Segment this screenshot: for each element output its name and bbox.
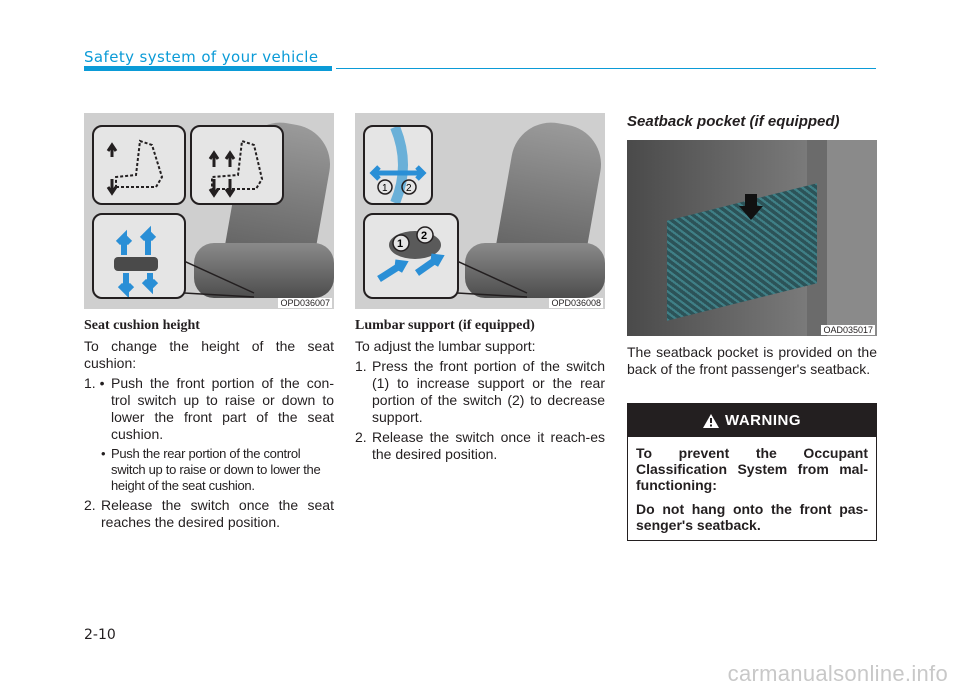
seat-cushion-illustration: [465, 243, 605, 298]
section-header: Safety system of your vehicle: [84, 48, 319, 66]
control-switch-diagram: [114, 225, 159, 299]
seatback-pocket-column: Seatback pocket (if equipped) OAD035017 …: [627, 113, 877, 378]
list-text: Push the front portion of the con-trol s…: [111, 375, 334, 442]
list-number: 1.: [355, 358, 367, 374]
front-tilt-inset: [92, 125, 186, 205]
callout-1: 1: [397, 238, 403, 250]
section-title: Lumbar support (if equipped): [355, 318, 535, 333]
seatback-pocket-figure: OAD035017: [627, 140, 877, 336]
list-number: 1. •: [84, 375, 105, 391]
lumbar-switch-diagram: 1 2: [377, 226, 445, 282]
figure-code: OAD035017: [821, 325, 875, 335]
subitem-text: Push the rear portion of the control swi…: [111, 446, 321, 493]
warning-body: To prevent the Occupant Classification S…: [628, 437, 876, 533]
list-text: Release the switch once the seat reaches…: [101, 497, 334, 530]
bullet: •: [101, 446, 106, 461]
header-rule: [336, 68, 876, 69]
seat-cushion-illustration: [194, 243, 334, 298]
warning-box: WARNING To prevent the Occupant Classifi…: [627, 403, 877, 541]
list-item: 1. • Push the front portion of the con-t…: [84, 375, 334, 443]
lumbar-profile-inset: 1 2: [363, 125, 433, 205]
list-text: Release the switch once it reach-es the …: [372, 429, 605, 462]
height-adjust-inset: [190, 125, 284, 205]
lumbar-switch-inset: 1 2: [363, 213, 459, 299]
down-arrow-pointer-icon: [739, 194, 763, 220]
intro-text: To change the height of the seat cushion…: [84, 338, 334, 371]
warning-triangle-icon: [703, 413, 719, 428]
pointer-lines: [184, 260, 255, 298]
list-item: 2. Release the switch once the seat reac…: [84, 497, 334, 531]
height-adjust-diagram: [208, 139, 264, 198]
page-number: 2-10: [84, 627, 116, 643]
warning-text: Do not hang onto the front pas-senger's …: [636, 501, 868, 533]
watermark: carmanualsonline.info: [727, 661, 948, 686]
list-text: Press the front portion of the switch (1…: [372, 358, 605, 425]
lumbar-figure: 1 2 1 2 OPD036008: [355, 113, 605, 309]
list-number: 2.: [355, 429, 367, 445]
pointer-lines: [457, 260, 528, 298]
section-title: Seat cushion height: [84, 318, 200, 333]
lumbar-support-column: 1 2 1 2 OPD036008 Lumbar support (if equ…: [355, 113, 605, 463]
list-subitem: • Push the rear portion of the control s…: [84, 446, 334, 494]
list-item: 2. Release the switch once it reach-es t…: [355, 429, 605, 463]
control-switch-inset: [92, 213, 186, 299]
body-text: The seatback pocket is provided on the b…: [627, 344, 877, 377]
seat-cushion-column: OPD036007 Seat cushion height To change …: [84, 113, 334, 531]
lumbar-profile-diagram: 1 2: [369, 125, 427, 205]
front-tilt-diagram: [106, 139, 164, 196]
seat-cushion-figure: OPD036007: [84, 113, 334, 309]
list-item: 1. Press the front portion of the switch…: [355, 358, 605, 426]
warning-label: WARNING: [725, 412, 801, 429]
pillar-illustration: [827, 140, 877, 336]
header-accent-bar: [84, 66, 332, 71]
list-number: 2.: [84, 497, 96, 513]
warning-text: To prevent the Occupant Classification S…: [636, 445, 868, 493]
warning-header: WARNING: [628, 404, 876, 437]
section-title: Seatback pocket (if equipped): [627, 113, 840, 130]
callout-2: 2: [406, 183, 412, 194]
intro-text: To adjust the lumbar support:: [355, 338, 536, 354]
figure-code: OPD036007: [278, 298, 332, 308]
figure-code: OPD036008: [549, 298, 603, 308]
callout-1: 1: [382, 183, 388, 194]
callout-2: 2: [421, 230, 427, 242]
